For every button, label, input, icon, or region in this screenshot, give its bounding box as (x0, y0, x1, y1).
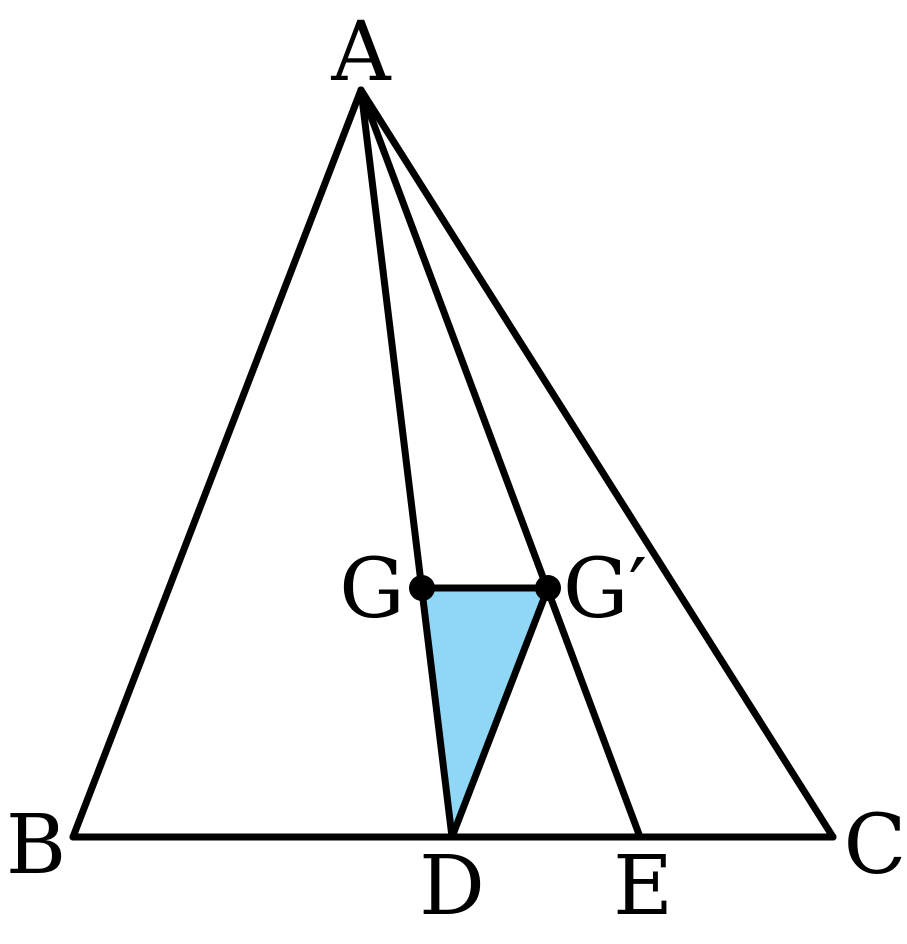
label-b: B (6, 798, 66, 893)
label-e: E (613, 839, 673, 934)
label-g: G (339, 542, 405, 637)
segment-g-prime-d (448, 584, 552, 841)
point-g-prime (535, 575, 561, 601)
point-g (409, 575, 435, 601)
shaded-triangle-gg-prime-d (422, 588, 548, 837)
segment-ae (357, 86, 644, 841)
label-d: D (419, 839, 485, 934)
label-g-prime: G′ (563, 542, 647, 637)
segment-ac (357, 86, 837, 841)
segment-ad (357, 86, 456, 841)
label-a: A (330, 5, 392, 100)
label-c: C (844, 798, 907, 893)
segment-ab (69, 86, 365, 841)
